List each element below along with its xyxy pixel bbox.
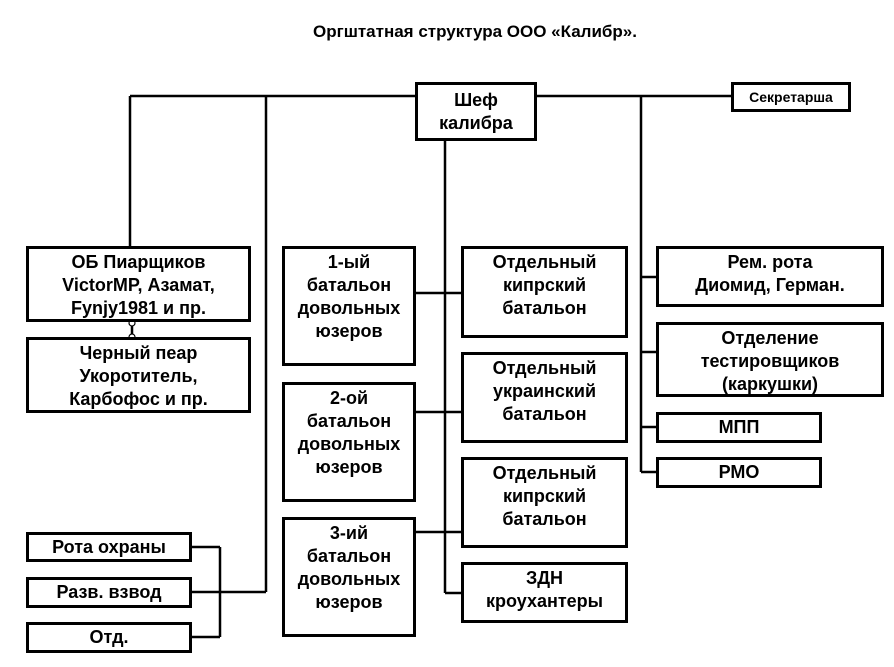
secretary-box: Секретарша: [731, 82, 851, 112]
box-text: 2-ой: [329, 388, 369, 408]
repair-company-box: Рем. рота Диомид, Герман.: [656, 246, 884, 307]
box-text: кипрский: [502, 486, 587, 506]
rmo-box: РМО: [656, 457, 822, 488]
box-text: батальон: [306, 411, 392, 431]
box-text: Fynjy1981 и пр.: [71, 298, 206, 318]
chart-title: Оргштатная структура ООО «Калибр».: [313, 22, 637, 41]
box-text: Рем. рота: [727, 252, 813, 272]
box-text: калибра: [439, 112, 513, 133]
box-text: украинский: [492, 381, 597, 401]
box-text: батальон: [306, 546, 392, 566]
box-text: тестировщиков: [700, 351, 840, 371]
box-text: (каркушки): [721, 374, 819, 394]
box-text: 3-ий: [329, 523, 369, 543]
zdn-box: ЗДН кроухантеры: [461, 562, 628, 623]
box-text: VictorMP, Азамат,: [62, 275, 215, 295]
box-text: Отделение: [721, 328, 819, 348]
box-text: батальон: [306, 275, 392, 295]
box-text: Диомид, Герман.: [695, 275, 845, 295]
battalion-3-box: 3-ий батальон довольных юзеров: [282, 517, 416, 637]
box-text: Укоротитель,: [79, 366, 198, 386]
testers-box: Отделение тестировщиков (каркушки): [656, 322, 884, 397]
box-text: кроухантеры: [485, 591, 604, 611]
box-text: довольных: [297, 434, 401, 454]
box-text: юзеров: [315, 592, 383, 612]
recon-platoon-box: Разв. взвод: [26, 577, 192, 608]
box-text: довольных: [297, 569, 401, 589]
pr-unit-box: ОБ Пиарщиков VictorMP, Азамат, Fynjy1981…: [26, 246, 251, 322]
box-text: РМО: [718, 462, 760, 482]
box-text: Отдельный: [492, 358, 597, 378]
box-text: кипрский: [502, 275, 587, 295]
chief-box: Шеф калибра: [415, 82, 537, 141]
box-text: Разв. взвод: [56, 582, 162, 602]
separate-cyprus-2-box: Отдельный кипрский батальон: [461, 457, 628, 548]
box-text: Шеф: [454, 89, 498, 110]
box-text: батальон: [502, 404, 587, 424]
box-text: Черный пеар: [79, 343, 198, 363]
box-text: батальон: [502, 509, 587, 529]
box-text: 1-ый: [327, 252, 371, 272]
box-text: Отдельный: [492, 463, 597, 483]
battalion-2-box: 2-ой батальон довольных юзеров: [282, 382, 416, 502]
box-text: ОБ Пиарщиков: [71, 252, 206, 272]
detachment-box: Отд.: [26, 622, 192, 653]
box-text: МПП: [718, 417, 760, 437]
separate-ukraine-box: Отдельный украинский батальон: [461, 352, 628, 443]
black-pr-box: Черный пеар Укоротитель, Карбофос и пр.: [26, 337, 251, 413]
battalion-1-box: 1-ый батальон довольных юзеров: [282, 246, 416, 366]
box-text: Секретарша: [749, 88, 833, 105]
box-text: довольных: [297, 298, 401, 318]
separate-cyprus-1-box: Отдельный кипрский батальон: [461, 246, 628, 338]
box-text: Отдельный: [492, 252, 597, 272]
box-text: юзеров: [315, 457, 383, 477]
box-text: батальон: [502, 298, 587, 318]
mpp-box: МПП: [656, 412, 822, 443]
box-text: юзеров: [315, 321, 383, 341]
box-text: Отд.: [89, 627, 129, 647]
guard-company-box: Рота охраны: [26, 532, 192, 562]
box-text: Карбофос и пр.: [69, 389, 208, 409]
box-text: ЗДН: [525, 568, 564, 588]
box-text: Рота охраны: [52, 536, 166, 557]
